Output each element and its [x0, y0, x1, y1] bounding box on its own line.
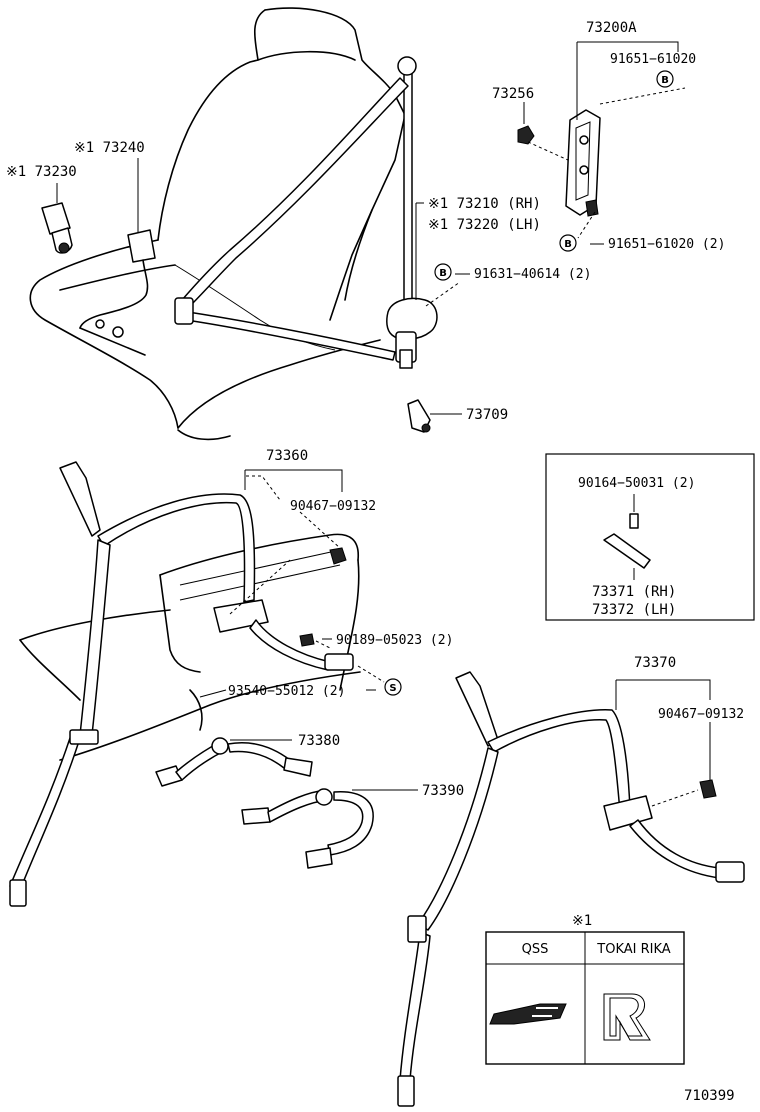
label-91631: 91631−40614 (2)	[474, 267, 591, 282]
label-91651-bottom: 91651−61020 (2)	[608, 237, 725, 252]
label-93540: 93540−55012 (2)	[228, 684, 345, 699]
label-73240: ※1 73240	[74, 140, 145, 156]
part-labels: 73200A 91651−61020 73256 ※1 73240 ※1 732…	[6, 20, 744, 1104]
label-73360: 73360	[266, 448, 308, 464]
figure-id: 710399	[684, 1088, 735, 1104]
b-marker-low: B	[434, 263, 452, 281]
label-73200A: 73200A	[586, 20, 637, 36]
buckle-strap-73390	[241, 788, 374, 869]
label-73370: 73370	[634, 655, 676, 671]
bolt-90189	[299, 633, 315, 647]
label-90467-a: 90467−09132	[290, 499, 376, 514]
label-91651-top: 91651−61020	[610, 52, 696, 67]
part-73709	[407, 399, 431, 433]
qss-logo-icon	[489, 1003, 567, 1025]
legend-qss-header: QSS	[522, 942, 549, 957]
leader-lines-mid	[199, 469, 418, 791]
label-73230: ※1 73230	[6, 164, 77, 180]
legend-table	[485, 931, 685, 1065]
front-seat-belt-assembly	[174, 56, 438, 369]
leader-lines-upper	[56, 41, 686, 415]
s-marker: S	[384, 678, 402, 696]
buckle-73230	[41, 202, 73, 254]
b-marker-text: B	[661, 75, 669, 86]
b-marker-text: B	[439, 268, 447, 279]
b-marker-mid: B	[559, 234, 577, 252]
rear-belt-73360	[9, 461, 354, 907]
rear-seat-illustration	[19, 533, 361, 761]
legend-tokai-header: TOKAI RIKA	[596, 942, 670, 957]
buckle-73240	[79, 229, 156, 356]
label-90164: 90164−50031 (2)	[578, 476, 695, 491]
rear-belt-73370	[397, 671, 745, 1107]
shoulder-adjuster-73200A	[517, 109, 601, 217]
note-mark: ※1	[572, 913, 592, 929]
label-73390: 73390	[422, 783, 464, 799]
label-73220: ※1 73220 (LH)	[428, 217, 541, 233]
front-seat-illustration	[29, 7, 406, 441]
label-73372: 73372 (LH)	[592, 602, 676, 618]
label-73371: 73371 (RH)	[592, 584, 676, 600]
b-marker-top: B	[656, 70, 674, 88]
label-73380: 73380	[298, 733, 340, 749]
label-90467-b: 90467−09132	[658, 707, 744, 722]
label-73709: 73709	[466, 407, 508, 423]
label-73256: 73256	[492, 86, 534, 102]
b-marker-text: B	[564, 239, 572, 250]
label-73210: ※1 73210 (RH)	[428, 196, 541, 212]
inset-box-73371-73372	[545, 453, 755, 621]
leader-lines-right	[615, 679, 711, 807]
tokai-rika-r-logo-icon	[603, 993, 651, 1041]
label-90189: 90189−05023 (2)	[336, 633, 453, 648]
s-marker-text: S	[389, 683, 396, 694]
buckle-strap-73380	[155, 737, 313, 787]
